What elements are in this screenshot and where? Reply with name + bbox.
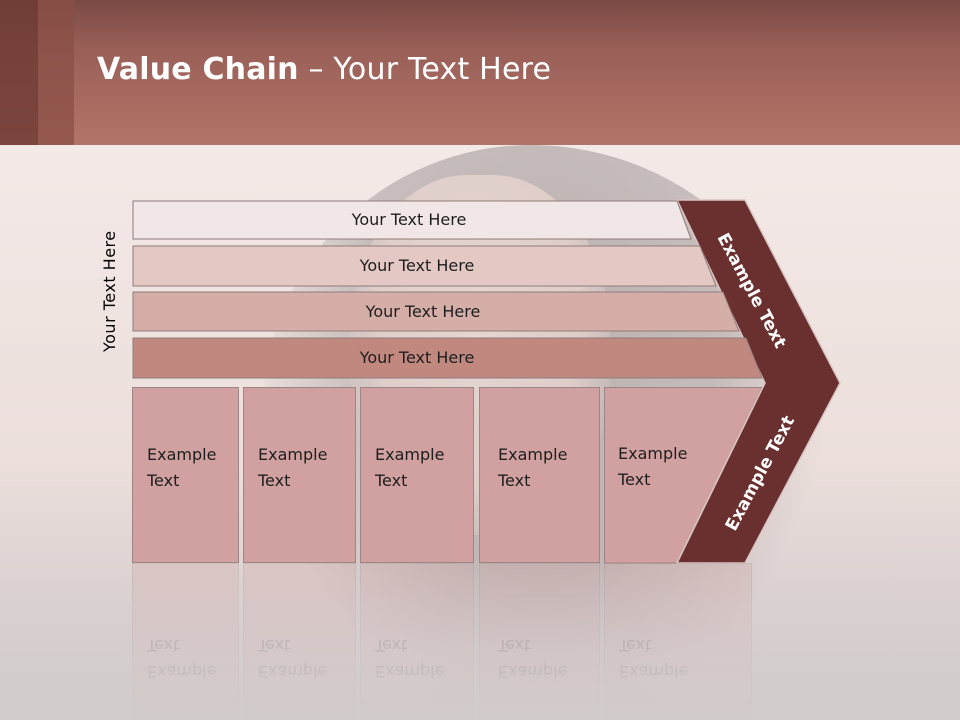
chain-bar-1[interactable]: Your Text Here (132, 200, 692, 240)
activity-box-1[interactable]: Example Text (132, 387, 239, 563)
activity-box-3-line2: Text (375, 471, 408, 490)
chain-bar-2[interactable]: Your Text Here (132, 245, 717, 287)
chain-bar-4[interactable]: Your Text Here (132, 337, 764, 379)
chain-bar-3-label: Your Text Here (365, 301, 481, 321)
chain-bar-4-label: Your Text Here (359, 348, 475, 367)
activity-box-4-line2: Text (498, 471, 531, 490)
activity-box-4[interactable]: Example Text (479, 387, 600, 563)
slide-title-rest: – Your Text Here (298, 52, 552, 87)
activity-box-2[interactable]: Example Text (243, 387, 356, 563)
activity-box-1-line1: Example (147, 445, 217, 464)
activity-box-2-line2: Text (258, 471, 291, 490)
chain-bar-3[interactable]: Your Text Here (132, 291, 740, 332)
activity-box-3-line1: Example (375, 445, 445, 464)
activity-box-5-line2: Text (618, 470, 651, 489)
title-bar: Value Chain – Your Text Here (0, 0, 960, 145)
slide-title: Value Chain – Your Text Here (97, 52, 551, 87)
activity-box-5[interactable]: Example Text (604, 387, 763, 564)
header-stripe (0, 0, 38, 145)
reflection-fade (0, 563, 960, 720)
vertical-side-label: Your Text Here (100, 230, 119, 352)
activity-box-1-line2: Text (147, 471, 180, 490)
chain-bar-2-label: Your Text Here (359, 256, 475, 275)
activity-box-3[interactable]: Example Text (360, 387, 474, 563)
activity-box-2-line1: Example (258, 445, 328, 464)
chain-bar-1-label: Your Text Here (351, 209, 467, 229)
activity-box-4-line1: Example (498, 445, 568, 464)
header-stripe (38, 0, 74, 145)
slide-title-bold: Value Chain (97, 52, 299, 87)
activity-box-5-line1: Example (618, 444, 688, 463)
